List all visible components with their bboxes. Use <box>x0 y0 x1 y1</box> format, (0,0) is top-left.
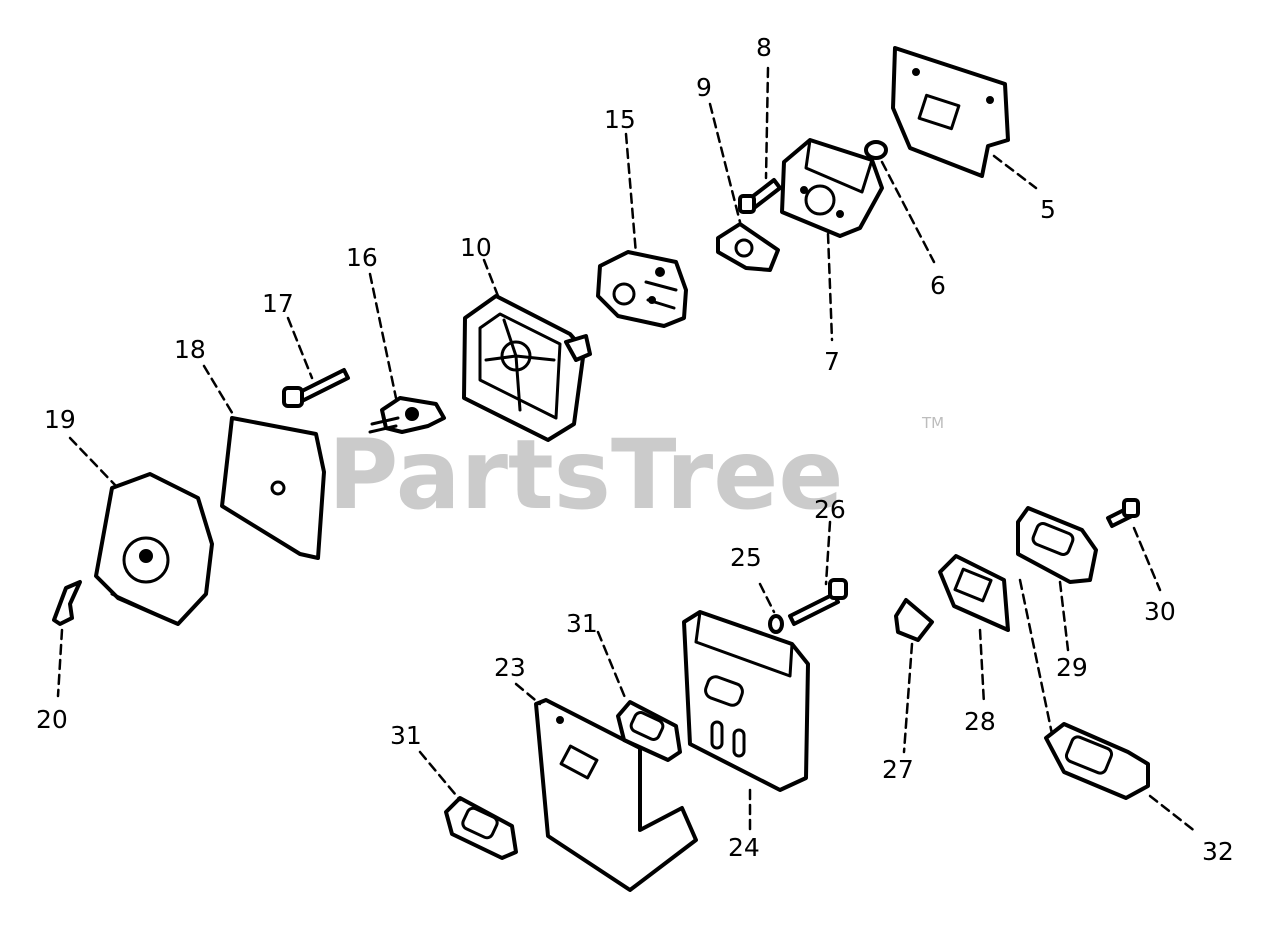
part-5-gasket <box>891 46 1010 178</box>
callout-16: 16 <box>346 243 378 272</box>
part-10-air-box <box>462 294 592 442</box>
leader-28 <box>978 628 986 706</box>
callout-32: 32 <box>1202 837 1234 866</box>
leader-7 <box>826 232 834 342</box>
part-18-filter <box>220 416 326 560</box>
leader-17 <box>286 316 314 380</box>
leader-lines <box>56 66 1198 834</box>
callout-5: 5 <box>1040 195 1056 224</box>
part-17-screw <box>282 368 350 408</box>
part-8-screw <box>738 178 782 214</box>
part-32-exhaust-cover <box>1044 722 1150 800</box>
part-15-carburetor <box>596 250 688 328</box>
callout-26: 26 <box>814 495 846 524</box>
callout-20: 20 <box>36 705 68 734</box>
callout-15: 15 <box>604 105 636 134</box>
part-7-block <box>780 138 884 238</box>
leader-16 <box>368 272 398 400</box>
part-31-gasket-upper <box>616 700 682 762</box>
part-20-clip <box>52 580 82 626</box>
leader-31-upper <box>596 630 628 702</box>
part-16-choke-lever <box>368 396 446 434</box>
leader-9 <box>708 102 742 224</box>
leader-30 <box>1132 526 1162 592</box>
part-27-plate <box>894 598 934 642</box>
callout-29: 29 <box>1056 653 1088 682</box>
callout-10: 10 <box>460 233 492 262</box>
leader-29 <box>1058 580 1070 652</box>
callout-31-lower: 31 <box>390 721 422 750</box>
part-23-bracket <box>534 698 698 892</box>
part-29-plate <box>1016 506 1098 584</box>
leader-32-upper <box>1018 578 1054 736</box>
partstree-watermark: PartsTree <box>328 419 843 531</box>
callout-19: 19 <box>44 405 76 434</box>
part-6-plug <box>864 140 888 160</box>
leader-20 <box>56 628 64 698</box>
callout-18: 18 <box>174 335 206 364</box>
part-26-bolt <box>788 578 848 626</box>
part-25-washer <box>768 614 784 634</box>
leader-5 <box>992 154 1038 190</box>
part-30-screw <box>1106 498 1140 528</box>
leader-6 <box>880 160 936 264</box>
leader-25 <box>758 582 776 614</box>
leader-15 <box>624 132 638 256</box>
leader-8 <box>764 66 770 180</box>
leader-26 <box>824 520 832 586</box>
callout-25: 25 <box>730 543 762 572</box>
callout-6: 6 <box>930 271 946 300</box>
callout-17: 17 <box>262 289 294 318</box>
leader-27 <box>902 642 914 754</box>
trademark-mark: TM <box>921 414 944 432</box>
callout-30: 30 <box>1144 597 1176 626</box>
part-19-cover <box>94 472 214 626</box>
leader-32-lower <box>1148 794 1198 834</box>
leader-31-lower <box>418 750 462 802</box>
part-9-gasket <box>716 222 780 272</box>
leader-18 <box>202 364 236 418</box>
callout-7: 7 <box>824 347 840 376</box>
part-28-gasket <box>938 554 1010 632</box>
callout-23: 23 <box>494 653 526 682</box>
callout-31-upper: 31 <box>566 609 598 638</box>
callout-8: 8 <box>756 33 772 62</box>
leader-19 <box>68 436 118 488</box>
callout-27: 27 <box>882 755 914 784</box>
leader-23 <box>514 682 542 706</box>
callout-numbers: 8 9 15 5 6 7 10 16 17 18 19 20 23 24 25 … <box>36 33 1234 866</box>
callout-28: 28 <box>964 707 996 736</box>
callout-24: 24 <box>728 833 760 862</box>
part-24-muffler <box>682 610 810 792</box>
part-31-gasket-lower <box>444 796 518 860</box>
leader-10 <box>482 258 500 298</box>
callout-9: 9 <box>696 73 712 102</box>
